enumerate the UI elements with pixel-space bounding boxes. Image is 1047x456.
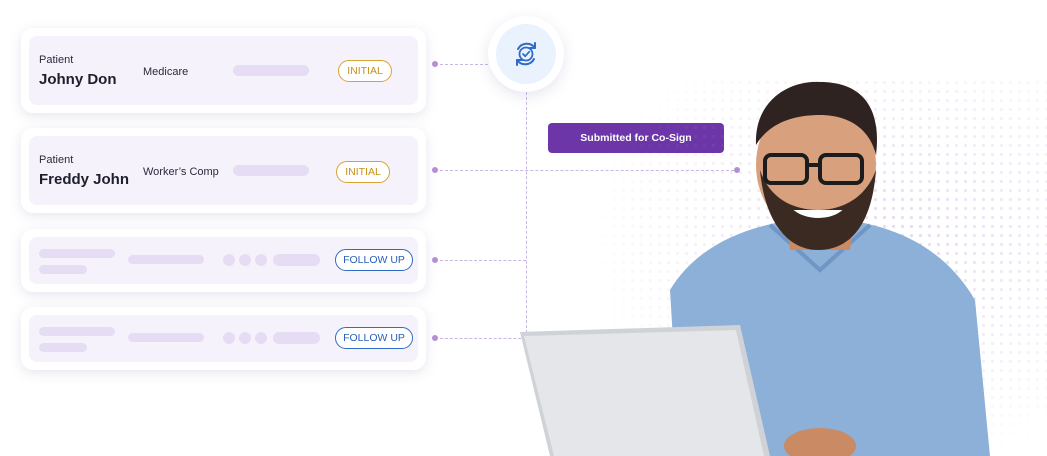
patient-card-body: FOLLOW UP bbox=[29, 237, 418, 284]
placeholder-bar bbox=[233, 165, 309, 176]
status-badge[interactable]: FOLLOW UP bbox=[335, 249, 413, 271]
placeholder-dot bbox=[239, 332, 251, 344]
sync-status-indicator bbox=[488, 16, 564, 92]
placeholder-bar bbox=[128, 255, 204, 264]
status-badge[interactable]: FOLLOW UP bbox=[335, 327, 413, 349]
patient-name: Johny Don bbox=[39, 71, 117, 88]
placeholder-bar bbox=[39, 343, 87, 352]
insurance-type: Worker’s Comp bbox=[143, 166, 219, 178]
placeholder-dot bbox=[223, 254, 235, 266]
sync-check-icon bbox=[516, 42, 536, 66]
connector-line bbox=[440, 64, 488, 65]
patient-card-4[interactable]: FOLLOW UP bbox=[21, 307, 426, 370]
placeholder-bar bbox=[273, 254, 320, 266]
placeholder-dot bbox=[255, 332, 267, 344]
patient-card-2[interactable]: Patient Freddy John Worker’s Comp INITIA… bbox=[21, 128, 426, 213]
patient-card-body: FOLLOW UP bbox=[29, 315, 418, 362]
placeholder-dot bbox=[223, 332, 235, 344]
placeholder-dot bbox=[255, 254, 267, 266]
connector-line bbox=[440, 260, 526, 261]
patient-card-3[interactable]: FOLLOW UP bbox=[21, 229, 426, 292]
patient-card-1[interactable]: Patient Johny Don Medicare INITIAL bbox=[21, 28, 426, 113]
connector-dot bbox=[432, 167, 438, 173]
connector-dot bbox=[432, 61, 438, 67]
placeholder-bar bbox=[39, 249, 115, 258]
status-badge[interactable]: INITIAL bbox=[336, 161, 390, 183]
patient-card-body: Patient Johny Don Medicare INITIAL bbox=[29, 36, 418, 105]
connector-dot bbox=[432, 335, 438, 341]
patient-name: Freddy John bbox=[39, 171, 130, 188]
placeholder-bar bbox=[273, 332, 320, 344]
placeholder-bar bbox=[39, 327, 115, 336]
placeholder-bar bbox=[128, 333, 204, 342]
patient-label: Patient bbox=[39, 154, 74, 166]
connector-vertical bbox=[526, 92, 527, 338]
status-badge[interactable]: INITIAL bbox=[338, 60, 392, 82]
placeholder-dot bbox=[239, 254, 251, 266]
placeholder-bar bbox=[233, 65, 309, 76]
patient-label: Patient bbox=[39, 54, 74, 66]
man-with-laptop-illustration bbox=[520, 80, 1047, 456]
patient-card-body: Patient Freddy John Worker’s Comp INITIA… bbox=[29, 136, 418, 205]
connector-dot bbox=[432, 257, 438, 263]
placeholder-bar bbox=[39, 265, 87, 274]
insurance-type: Medicare bbox=[143, 66, 189, 78]
connector-line bbox=[440, 338, 526, 339]
